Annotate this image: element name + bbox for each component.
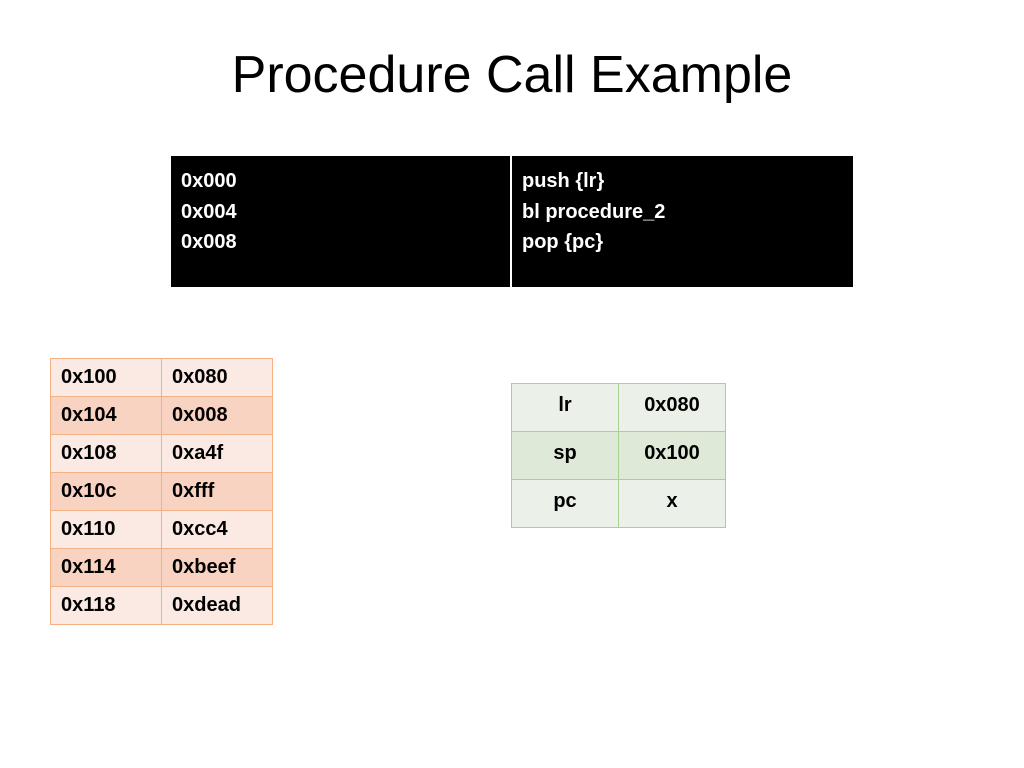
memory-row: 0x110 0xcc4 [50, 510, 273, 549]
memory-row: 0x104 0x008 [50, 396, 273, 435]
code-instruction: push {lr} [522, 170, 605, 192]
code-instruction: pop {pc} [522, 231, 604, 253]
code-address: 0x008 [181, 231, 237, 253]
register-table: lr 0x080 sp 0x100 pc x [511, 383, 726, 528]
memory-value: 0xdead [161, 586, 273, 625]
memory-row: 0x10c 0xfff [50, 472, 273, 511]
register-row: lr 0x080 [511, 383, 726, 432]
memory-table: 0x100 0x080 0x104 0x008 0x108 0xa4f 0x10… [50, 358, 273, 625]
memory-address: 0x104 [50, 396, 162, 435]
code-address-column: 0x000 0x004 0x008 [171, 156, 512, 287]
memory-address: 0x100 [50, 358, 162, 397]
memory-value: 0xbeef [161, 548, 273, 587]
memory-row: 0x118 0xdead [50, 586, 273, 625]
register-row: sp 0x100 [511, 431, 726, 480]
memory-value: 0xcc4 [161, 510, 273, 549]
memory-address: 0x108 [50, 434, 162, 473]
code-address: 0x000 [181, 170, 237, 192]
memory-address: 0x110 [50, 510, 162, 549]
register-value: x [618, 479, 726, 528]
code-table: 0x000 0x004 0x008 push {lr} bl procedure… [171, 156, 853, 287]
memory-value: 0x008 [161, 396, 273, 435]
memory-row: 0x100 0x080 [50, 358, 273, 397]
register-name: pc [511, 479, 619, 528]
memory-row: 0x114 0xbeef [50, 548, 273, 587]
register-name: lr [511, 383, 619, 432]
memory-address: 0x10c [50, 472, 162, 511]
code-instruction-column: push {lr} bl procedure_2 pop {pc} [512, 156, 853, 287]
register-name: sp [511, 431, 619, 480]
memory-value: 0xa4f [161, 434, 273, 473]
memory-value: 0x080 [161, 358, 273, 397]
slide-title: Procedure Call Example [231, 46, 793, 104]
code-instruction: bl procedure_2 [522, 200, 666, 223]
memory-value: 0xfff [161, 472, 273, 511]
memory-address: 0x114 [50, 548, 162, 587]
register-value: 0x080 [618, 383, 726, 432]
register-value: 0x100 [618, 431, 726, 480]
register-row: pc x [511, 479, 726, 528]
memory-row: 0x108 0xa4f [50, 434, 273, 473]
memory-address: 0x118 [50, 586, 162, 625]
code-address: 0x004 [181, 200, 237, 223]
